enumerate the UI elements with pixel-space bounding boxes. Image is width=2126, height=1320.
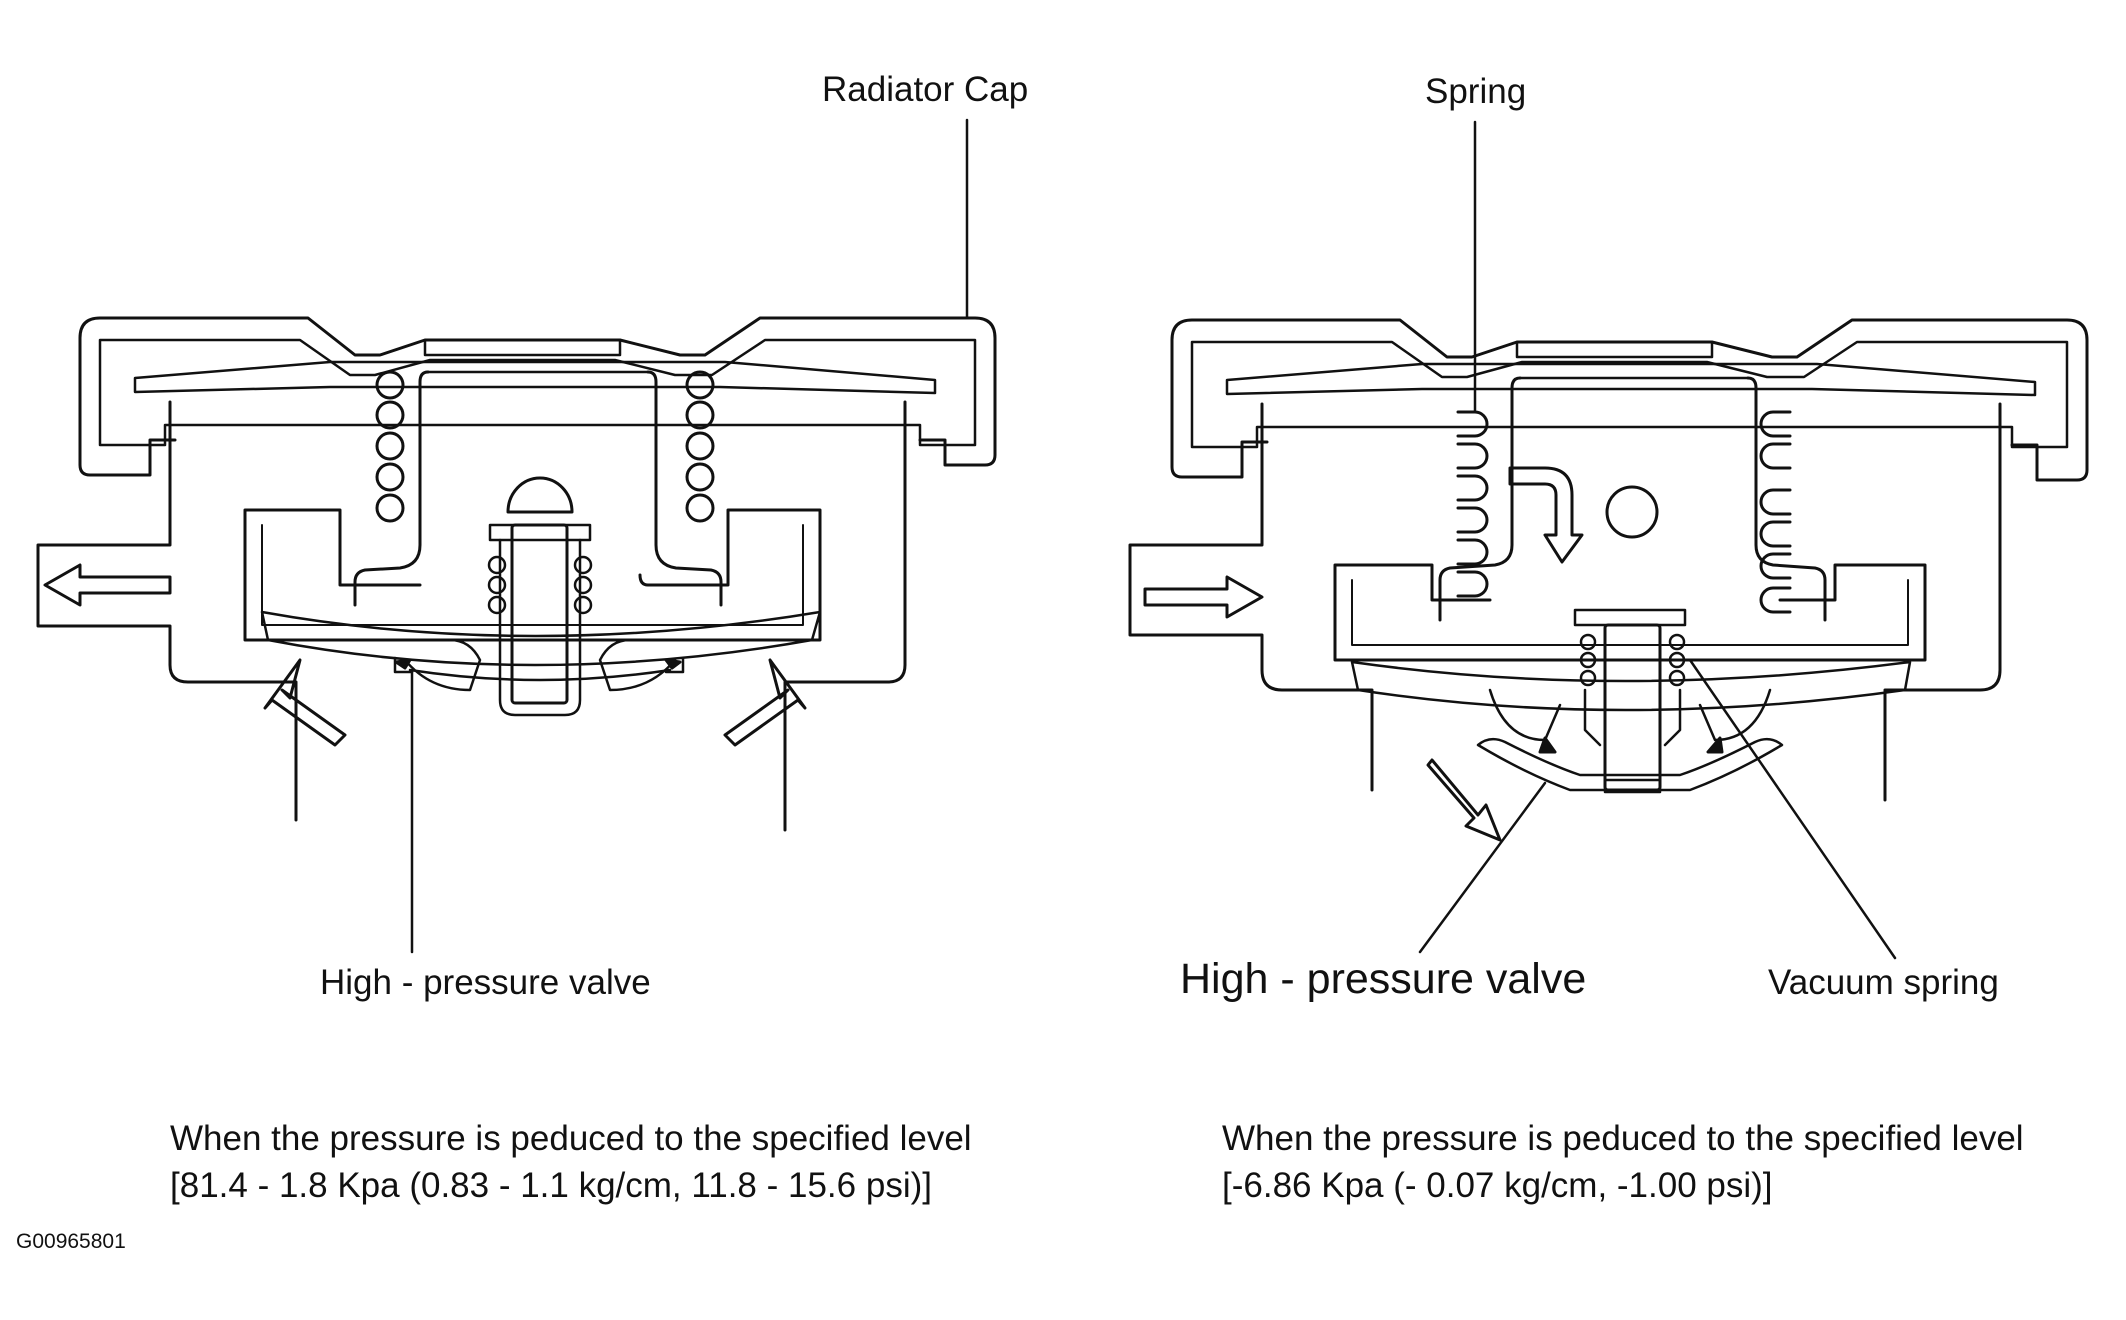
- left-vacuum-spring: [487, 555, 593, 615]
- right-inflow-arrow: [1143, 575, 1264, 619]
- left-flow-arrows: [43, 563, 807, 747]
- right-filler-neck: [1128, 402, 1374, 792]
- label-vacuum-spring: Vacuum spring: [1768, 963, 1999, 1002]
- leader-vacuum-spring: [1688, 658, 1897, 960]
- left-caption: When the pressure is peduced to the spec…: [170, 1115, 972, 1209]
- left-caption-line1: When the pressure is peduced to the spec…: [170, 1119, 972, 1158]
- left-inflow-arrow-2: [723, 658, 807, 747]
- right-internal-flow-arrow: [1508, 466, 1584, 564]
- right-valve-port-circle: [1605, 485, 1659, 539]
- left-leaders: [410, 118, 969, 954]
- figure-id: G00965801: [16, 1230, 126, 1253]
- label-spring: Spring: [1425, 72, 1527, 111]
- right-flow-arrows: [1143, 466, 1584, 842]
- label-left-high-pressure-valve: High - pressure valve: [320, 963, 651, 1002]
- leader-right-high-pressure-valve: [1418, 781, 1547, 954]
- label-right-high-pressure-valve: High - pressure valve: [1180, 955, 1587, 1003]
- left-filler-neck: [36, 400, 298, 822]
- left-cap-shell: [78, 316, 997, 477]
- right-high-pressure-valve-plate: [1476, 737, 1784, 792]
- left-caption-line2: [81.4 - 1.8 Kpa (0.83 - 1.1 kg/cm, 11.8 …: [170, 1166, 932, 1205]
- right-caption: When the pressure is peduced to the spec…: [1222, 1115, 2024, 1209]
- right-cap-shell: [1170, 318, 2089, 482]
- right-main-spring: [1456, 410, 1792, 614]
- right-caption-line1: When the pressure is peduced to the spec…: [1222, 1119, 2024, 1158]
- right-vacuum-spring: [1579, 633, 1686, 687]
- right-outflow-arrow: [1426, 758, 1502, 842]
- label-radiator-cap: Radiator Cap: [822, 70, 1029, 109]
- left-outflow-arrow: [43, 563, 172, 607]
- right-caption-line2: [-6.86 Kpa (- 0.07 kg/cm, -1.00 psi)]: [1222, 1166, 1773, 1205]
- left-main-spring: [375, 370, 715, 523]
- right-leaders: [1418, 120, 1897, 960]
- left-inflow-arrow-1: [263, 658, 347, 747]
- right-cap-assembly: [1128, 318, 2089, 802]
- left-cap-assembly: [36, 316, 997, 832]
